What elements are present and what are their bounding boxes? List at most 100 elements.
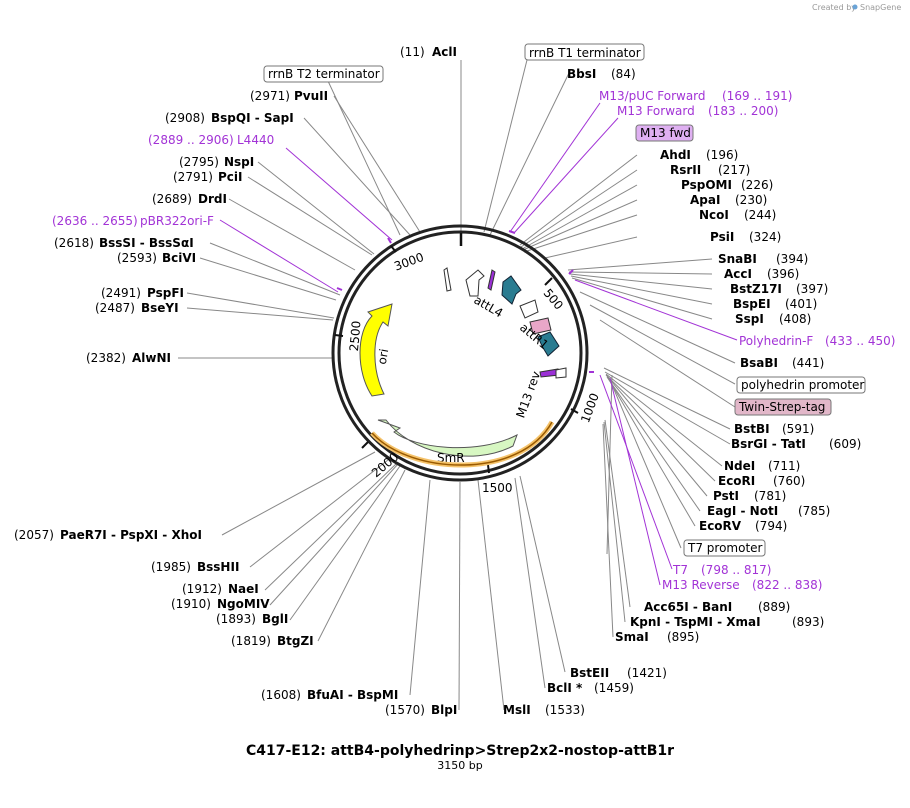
tick-marks: [334, 245, 579, 474]
svg-text:(2908): (2908): [165, 111, 205, 125]
svg-text:(1985): (1985): [151, 560, 191, 574]
tick-label-2500: 2500: [347, 320, 364, 352]
enzyme-label: DrdI: [198, 192, 227, 206]
credit-brand: SnapGene: [860, 3, 901, 12]
enzyme-label: NspI: [224, 155, 254, 169]
svg-text:(2889 .. 2906): (2889 .. 2906): [148, 133, 234, 147]
enzyme-label: BfuAI - BspMI: [307, 688, 398, 702]
enzyme-label: AccI: [724, 267, 752, 281]
svg-text:(169 .. 191): (169 .. 191): [722, 89, 792, 103]
enzyme-label: AlwNI: [132, 351, 171, 365]
enzyme-label: Acc65I - BanI: [644, 600, 732, 614]
attR1-arrow: [537, 331, 560, 357]
svg-text:(1533): (1533): [545, 703, 585, 717]
enzyme-label: SnaBI: [718, 252, 757, 266]
twin-strep-mark: [529, 317, 552, 335]
svg-text:(591): (591): [782, 422, 814, 436]
enzyme-label: BlpI: [431, 703, 457, 717]
svg-text:(1893): (1893): [216, 612, 256, 626]
primer-label: M13 Reverse: [662, 578, 740, 592]
enzyme-label: EcoRV: [699, 519, 742, 533]
svg-text:(441): (441): [792, 356, 824, 370]
enzyme-label: BciVI: [162, 251, 196, 265]
feature-m13rev-markers: [539, 367, 567, 379]
svg-text:(226): (226): [741, 178, 773, 192]
enzyme-label: PaeR7I - PspXI - XhoI: [60, 528, 202, 542]
box-m13fwd: M13 fwd: [635, 124, 694, 142]
map-length: 3150 bp: [437, 759, 482, 772]
svg-text:(196): (196): [706, 148, 738, 162]
enzyme-label: PciI: [218, 170, 243, 184]
enzyme-label: PsiI: [710, 230, 734, 244]
enzyme-label: EagI - NotI: [707, 504, 778, 518]
svg-text:(433 .. 450): (433 .. 450): [825, 334, 895, 348]
svg-text:(2791): (2791): [173, 170, 213, 184]
svg-text:(1912): (1912): [182, 582, 222, 596]
enzyme-label: BspEI: [733, 297, 771, 311]
primer-leader-lines: [219, 102, 738, 586]
primer-label: L4440: [237, 133, 274, 147]
enzyme-label: PvuII: [294, 89, 328, 103]
box-polyhedrin-promoter: polyhedrin promoter: [736, 376, 866, 394]
svg-text:(711): (711): [768, 459, 800, 473]
svg-text:T7 promoter: T7 promoter: [687, 541, 763, 555]
svg-text:(1910): (1910): [171, 597, 211, 611]
svg-text:(1608): (1608): [261, 688, 301, 702]
svg-text:(781): (781): [754, 489, 786, 503]
feature-attL4-markers: [443, 267, 522, 305]
enzyme-label: BssSI - BssSαI: [99, 236, 194, 250]
primer-marks: [336, 230, 594, 373]
svg-text:(401): (401): [785, 297, 817, 311]
svg-text:(244): (244): [744, 208, 776, 222]
backbone-inner: [331, 224, 589, 482]
svg-text:(2057): (2057): [14, 528, 54, 542]
svg-text:M13 fwd: M13 fwd: [640, 126, 691, 140]
svg-text:(397): (397): [796, 282, 828, 296]
primer-label: pBR322ori-F: [140, 214, 214, 228]
svg-text:(230): (230): [735, 193, 767, 207]
svg-text:(396): (396): [767, 267, 799, 281]
enzyme-label: BseYI: [141, 301, 179, 315]
enzyme-label: BsrGI - TatI: [731, 437, 806, 451]
svg-text:polyhedrin promoter: polyhedrin promoter: [741, 378, 864, 392]
tick-label-3000: 3000: [392, 250, 425, 274]
svg-text:(2491): (2491): [101, 286, 141, 300]
svg-text:rrnB T2 terminator: rrnB T2 terminator: [268, 67, 380, 81]
backbone-outer: [337, 230, 583, 476]
svg-text:Twin-Strep-tag: Twin-Strep-tag: [738, 400, 825, 414]
enzyme-label: RsrII: [670, 163, 701, 177]
svg-text:(760): (760): [773, 474, 805, 488]
enzyme-label: BstZ17I: [730, 282, 782, 296]
svg-text:(893): (893): [792, 615, 824, 629]
svg-text:(2487): (2487): [95, 301, 135, 315]
tick-label-1000: 1000: [578, 391, 602, 424]
svg-text:(183 .. 200): (183 .. 200): [708, 104, 778, 118]
enzyme-label: MslI: [503, 703, 531, 717]
enzyme-label: BssHII: [197, 560, 239, 574]
enzyme-label: BstBI: [734, 422, 770, 436]
map-title: C417-E12: attB4-polyhedrinp>Strep2x2-nos…: [246, 743, 674, 759]
enzyme-label: BclI *: [547, 681, 583, 695]
enzyme-labels-right: BbsI (84) AhdI (196) RsrII (217) PspOMI …: [503, 67, 861, 717]
svg-text:(794): (794): [755, 519, 787, 533]
enzyme-label: PspOMI: [681, 178, 732, 192]
tick-label-1500: 1500: [482, 481, 513, 495]
svg-text:(2795): (2795): [179, 155, 219, 169]
enzyme-label: SmaI: [615, 630, 649, 644]
attL4-outline-arrow: [465, 269, 485, 297]
enzyme-label: KpnI - TspMI - XmaI: [630, 615, 761, 629]
svg-text:(217): (217): [718, 163, 750, 177]
enzyme-label: BbsI: [567, 67, 596, 81]
enzyme-label: BglI: [262, 612, 288, 626]
smr-label: SmR: [437, 451, 465, 465]
svg-text:(408): (408): [779, 312, 811, 326]
primer-label: T7: [672, 563, 688, 577]
svg-text:(11): (11): [400, 45, 425, 59]
svg-text:(1570): (1570): [385, 703, 425, 717]
enzyme-label: PstI: [713, 489, 739, 503]
enzyme-label: ApaI: [690, 193, 720, 207]
orange-feature-arc-line: [371, 421, 553, 466]
enzyme-label: PspFI: [147, 286, 184, 300]
svg-text:(609): (609): [829, 437, 861, 451]
